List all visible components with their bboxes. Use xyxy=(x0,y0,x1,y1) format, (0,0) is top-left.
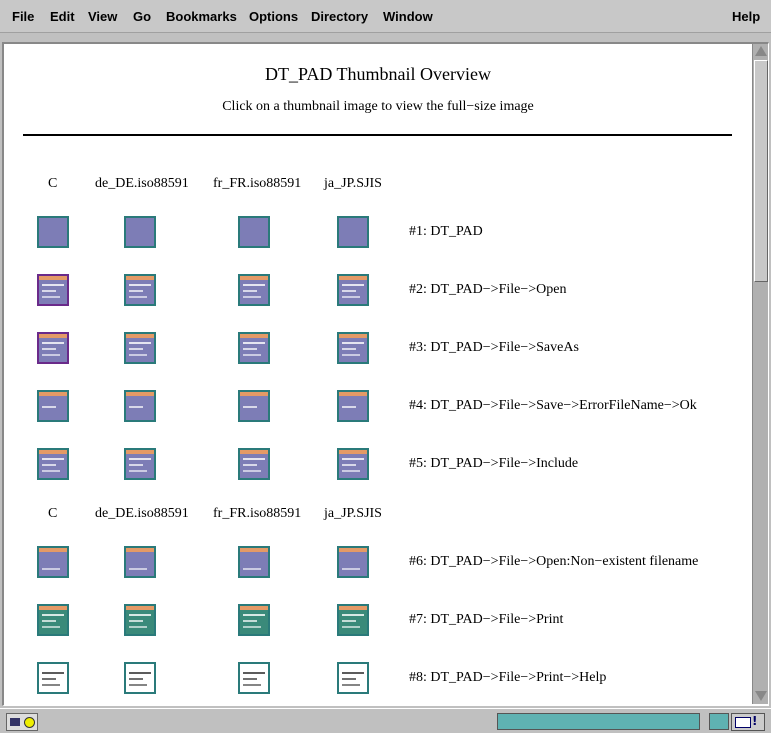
menu-file[interactable]: File xyxy=(12,9,35,24)
thumbnail-2-de[interactable] xyxy=(124,274,156,306)
thumbnail-3-c[interactable] xyxy=(37,332,69,364)
thumbnail-6-c[interactable] xyxy=(37,546,69,578)
thumbnail-8-de[interactable] xyxy=(124,662,156,694)
thumbnail-1-de[interactable] xyxy=(124,216,156,248)
row-label-1: #1: DT_PAD xyxy=(409,224,483,239)
thumbnail-6-ja[interactable] xyxy=(337,546,369,578)
row-label-6: #6: DT_PAD−>File−>Open:Non−existent file… xyxy=(409,554,699,569)
thumbnail-8-ja[interactable] xyxy=(337,662,369,694)
thumbnail-2-fr[interactable] xyxy=(238,274,270,306)
menu-go[interactable]: Go xyxy=(133,9,152,24)
thumbnail-4-de[interactable] xyxy=(124,390,156,422)
security-indicator xyxy=(709,713,729,730)
thumbnail-3-ja[interactable] xyxy=(337,332,369,364)
thumbnail-5-c[interactable] xyxy=(37,448,69,480)
thumbnail-7-ja[interactable] xyxy=(337,604,369,636)
page-title: DT_PAD Thumbnail Overview xyxy=(265,64,491,84)
thumbnail-4-c[interactable] xyxy=(37,390,69,422)
thumbnail-8-fr[interactable] xyxy=(238,662,270,694)
thumbnail-2-ja[interactable] xyxy=(337,274,369,306)
arrow-down-icon[interactable] xyxy=(755,691,767,701)
arrow-up-icon[interactable] xyxy=(755,46,767,56)
scroll-thumb[interactable] xyxy=(754,60,768,282)
thumbnail-5-fr[interactable] xyxy=(238,448,270,480)
thumbnail-5-de[interactable] xyxy=(124,448,156,480)
menu-bar: File Edit View Go Bookmarks Options Dire… xyxy=(0,0,771,33)
menu-directory[interactable]: Directory xyxy=(311,9,369,24)
menu-window[interactable]: Window xyxy=(383,9,433,24)
thumbnail-8-c[interactable] xyxy=(37,662,69,694)
col-header-fr-2: fr_FR.iso88591 xyxy=(213,506,302,521)
mail-icon[interactable]: ! xyxy=(731,713,765,731)
thumbnail-7-c[interactable] xyxy=(37,604,69,636)
divider xyxy=(23,134,732,136)
col-header-c-2: C xyxy=(48,506,58,521)
thumbnail-5-ja[interactable] xyxy=(337,448,369,480)
row-label-8: #8: DT_PAD−>File−>Print−>Help xyxy=(409,670,607,685)
thumbnail-4-ja[interactable] xyxy=(337,390,369,422)
thumbnail-1-fr[interactable] xyxy=(238,216,270,248)
menu-options[interactable]: Options xyxy=(249,9,299,24)
menu-help[interactable]: Help xyxy=(732,9,761,24)
thumbnail-6-de[interactable] xyxy=(124,546,156,578)
page-subtitle: Click on a thumbnail image to view the f… xyxy=(222,99,534,114)
thumbnail-4-fr[interactable] xyxy=(238,390,270,422)
component-bar-icon[interactable] xyxy=(6,713,38,731)
col-header-fr: fr_FR.iso88591 xyxy=(213,176,302,191)
thumbnail-1-c[interactable] xyxy=(37,216,69,248)
progress-bar xyxy=(497,713,700,730)
row-label-2: #2: DT_PAD−>File−>Open xyxy=(409,282,567,297)
thumbnail-1-ja[interactable] xyxy=(337,216,369,248)
menu-bookmarks[interactable]: Bookmarks xyxy=(166,9,237,24)
menu-edit[interactable]: Edit xyxy=(50,9,75,24)
thumbnail-7-fr[interactable] xyxy=(238,604,270,636)
col-header-de-2: de_DE.iso88591 xyxy=(95,506,189,521)
vertical-scrollbar[interactable] xyxy=(752,44,768,704)
row-label-5: #5: DT_PAD−>File−>Include xyxy=(409,456,579,471)
row-label-4: #4: DT_PAD−>File−>Save−>ErrorFileName−>O… xyxy=(409,398,697,413)
thumbnail-6-fr[interactable] xyxy=(238,546,270,578)
col-header-ja: ja_JP.SJIS xyxy=(324,176,382,191)
col-header-ja-2: ja_JP.SJIS xyxy=(324,506,382,521)
document-view: DT_PAD Thumbnail Overview Click on a thu… xyxy=(4,44,752,704)
row-label-3: #3: DT_PAD−>File−>SaveAs xyxy=(409,340,579,355)
thumbnail-3-fr[interactable] xyxy=(238,332,270,364)
status-bar: ! xyxy=(0,708,771,733)
col-header-de: de_DE.iso88591 xyxy=(95,176,189,191)
thumbnail-2-c[interactable] xyxy=(37,274,69,306)
thumbnail-3-de[interactable] xyxy=(124,332,156,364)
menu-view[interactable]: View xyxy=(88,9,118,24)
row-label-7: #7: DT_PAD−>File−>Print xyxy=(409,612,564,627)
col-header-c: C xyxy=(48,176,58,191)
thumbnail-7-de[interactable] xyxy=(124,604,156,636)
